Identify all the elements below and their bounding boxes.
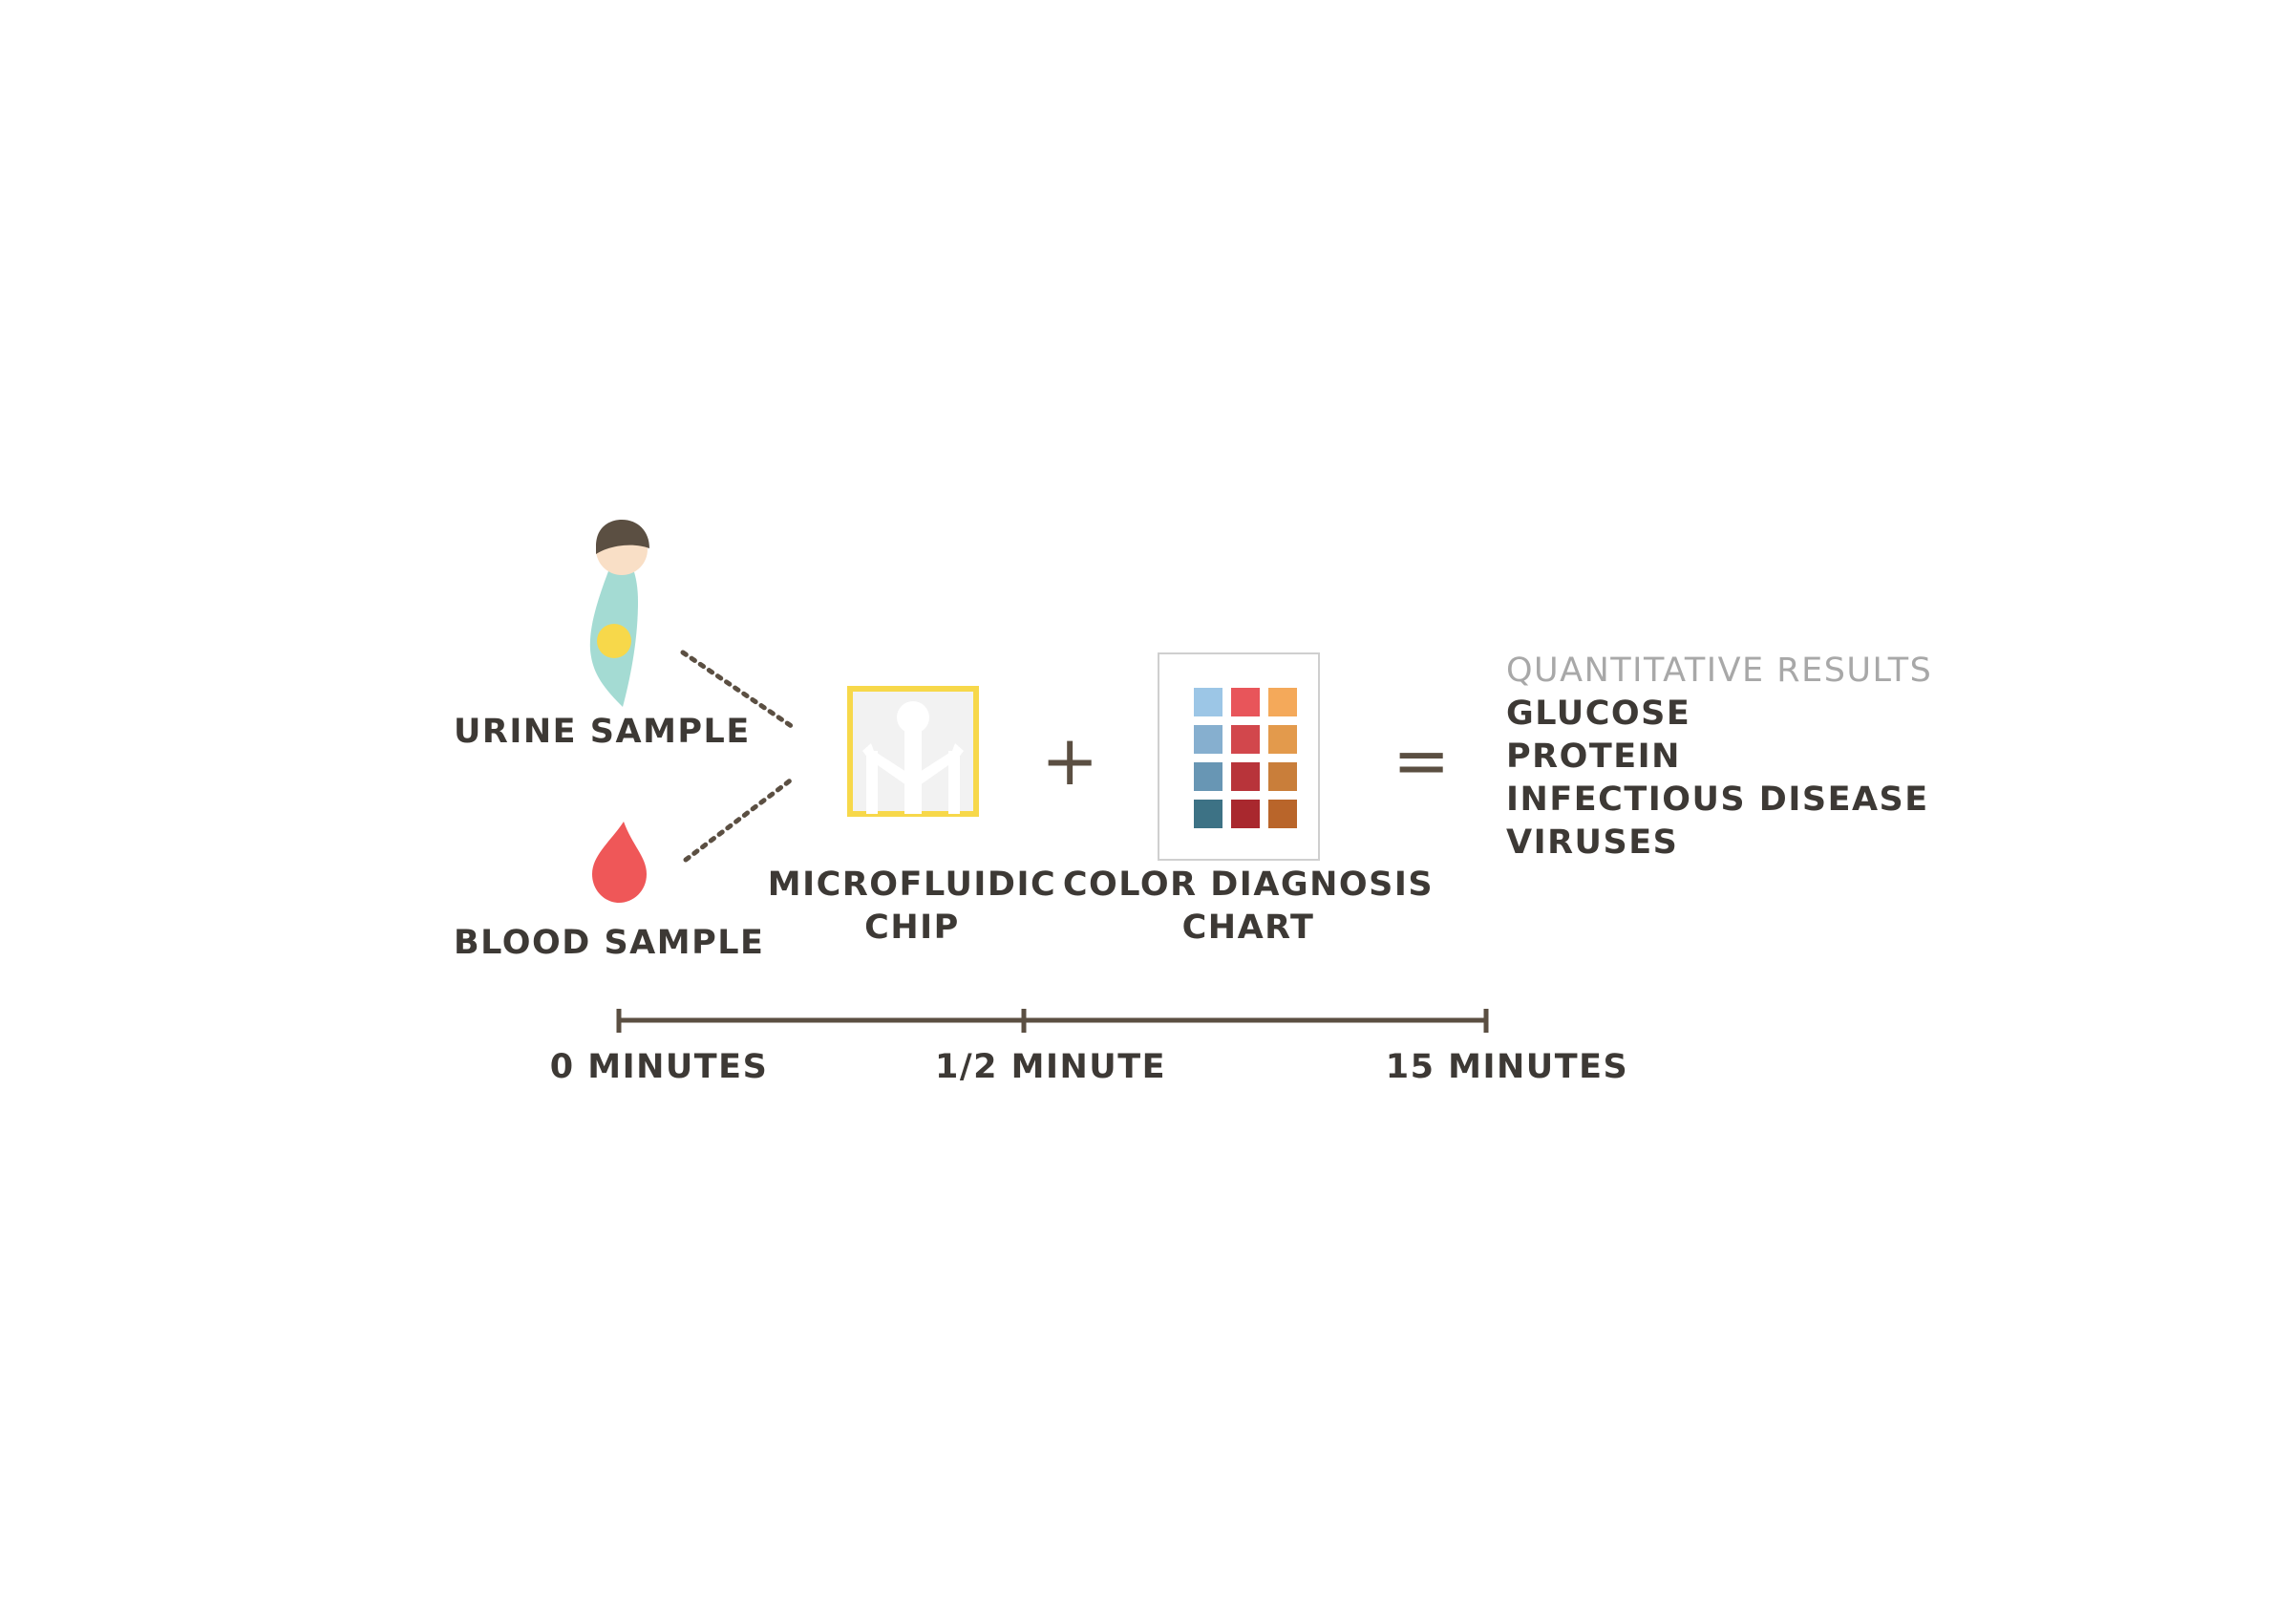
color-chart-icon: [1158, 652, 1320, 861]
color-swatch: [1231, 725, 1260, 754]
person-icon: [589, 520, 649, 707]
results-list: QUANTITATIVE RESULTS GLUCOSE PROTEIN INF…: [1506, 650, 1932, 865]
chip-label-line2: CHIP: [864, 908, 960, 947]
blood-sample-label: BLOOD SAMPLE: [454, 924, 765, 962]
equals-sign: =: [1392, 720, 1451, 801]
color-swatch: [1231, 688, 1260, 716]
connector-urine-to-chip: [680, 650, 798, 732]
color-swatch: [1231, 800, 1260, 828]
color-swatch: [1194, 800, 1222, 828]
plus-sign: +: [1041, 720, 1099, 801]
timeline-label-mid: 1/2 MINUTE: [934, 1048, 1167, 1086]
result-item-glucose: GLUCOSE: [1506, 694, 1691, 733]
chart-label-line2: CHART: [1181, 908, 1315, 947]
color-swatch: [1268, 762, 1297, 791]
result-item-viruses: VIRUSES: [1506, 823, 1679, 862]
result-item-protein: PROTEIN: [1506, 737, 1681, 776]
color-swatch: [1268, 800, 1297, 828]
color-swatch: [1268, 725, 1297, 754]
color-swatch: [1194, 725, 1222, 754]
color-swatch: [1194, 762, 1222, 791]
color-swatch: [1231, 762, 1260, 791]
microfluidic-chip-icon: [847, 686, 979, 817]
color-swatch: [1268, 688, 1297, 716]
timeline: [616, 1009, 1489, 1033]
connector-blood-to-chip: [683, 776, 796, 863]
results-heading: QUANTITATIVE RESULTS: [1506, 652, 1933, 690]
urine-sample-label: URINE SAMPLE: [454, 713, 751, 751]
blood-drop-icon: [592, 822, 647, 903]
timeline-label-end: 15 MINUTES: [1385, 1048, 1629, 1086]
timeline-label-start: 0 MINUTES: [549, 1048, 769, 1086]
chip-label-line1: MICROFLUIDIC: [767, 865, 1057, 904]
color-swatch: [1194, 688, 1222, 716]
chart-label-line1: COLOR DIAGNOSIS: [1062, 865, 1435, 904]
urine-drop-icon: [597, 624, 631, 658]
result-item-infectious-disease: INFECTIOUS DISEASE: [1506, 780, 1929, 819]
